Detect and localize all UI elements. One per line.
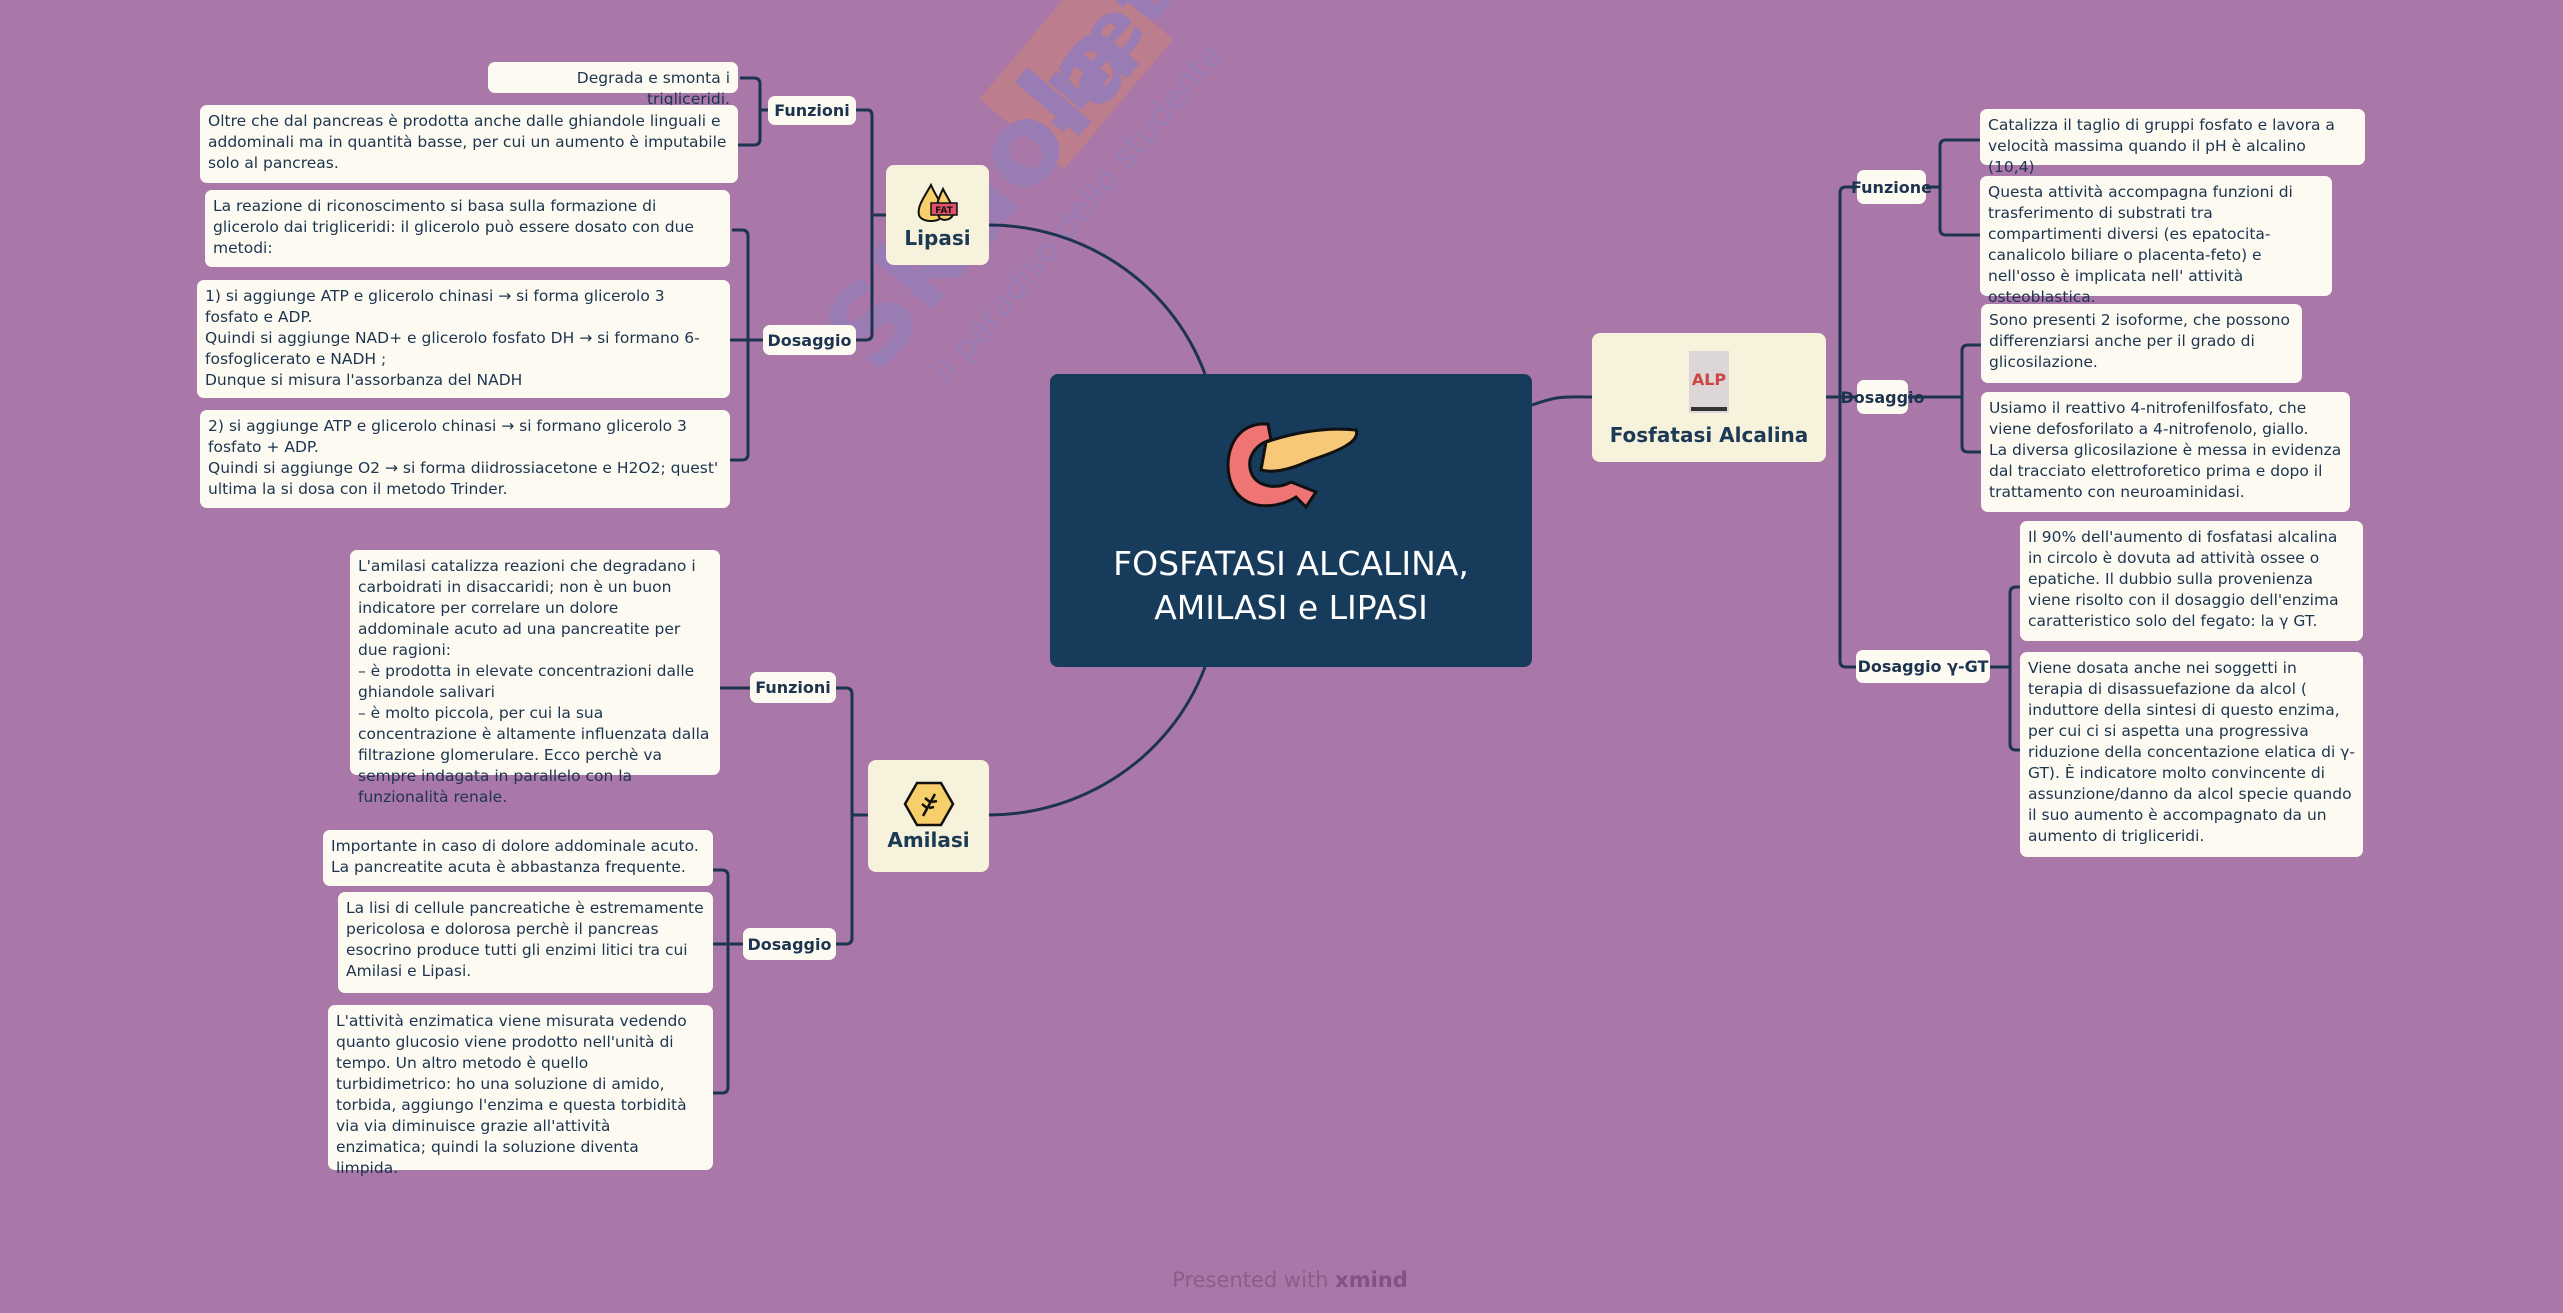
amilasi-dosaggio-item[interactable]: Importante in caso di dolore addominale … <box>323 830 713 886</box>
topic-amilasi-title: Amilasi <box>887 828 970 852</box>
lipasi-dosaggio-item[interactable]: 1) si aggiunge ATP e glicerolo chinasi →… <box>197 280 730 398</box>
amilasi-funzioni-item[interactable]: L'amilasi catalizza reazioni che degrada… <box>350 550 720 806</box>
amilasi-funzioni-label[interactable]: Funzioni <box>750 672 836 703</box>
svg-text:FAT: FAT <box>935 206 953 216</box>
alp-poster-icon: ALP <box>1689 350 1729 413</box>
central-topic[interactable]: FOSFATASI ALCALINA, AMILASI e LIPASI <box>1050 374 1532 667</box>
topic-amilasi[interactable]: Amilasi <box>868 760 989 872</box>
amilasi-dosaggio-label[interactable]: Dosaggio <box>743 928 836 960</box>
fosfatasi-dosaggio-label[interactable]: Dosaggio <box>1841 380 1925 414</box>
fosfatasi-funzione-item[interactable]: Questa attività accompagna funzioni di t… <box>1980 176 2332 306</box>
lipasi-dosaggio-label[interactable]: Dosaggio <box>763 325 856 355</box>
svg-text:ALP: ALP <box>1692 370 1727 389</box>
lipasi-funzioni-item[interactable]: Oltre che dal pancreas è prodotta anche … <box>200 105 738 183</box>
pancreas-icon <box>1226 422 1359 509</box>
connector-center-fosfatasi <box>1531 395 1593 407</box>
connector-center-lipasi <box>988 223 1207 375</box>
topic-lipasi[interactable]: FAT Lipasi <box>886 165 989 265</box>
amilasi-dosaggio-item[interactable]: L'attività enzimatica viene misurata ved… <box>328 1005 713 1177</box>
footer-prefix: Presented with <box>1172 1268 1336 1292</box>
fosfatasi-gt-label[interactable]: Dosaggio γ-GT <box>1856 650 1990 683</box>
connector-lipasi-funzioni <box>738 76 768 147</box>
connector-fosfatasi-trunk <box>1826 185 1857 669</box>
central-title: FOSFATASI ALCALINA, AMILASI e LIPASI <box>1113 543 1469 627</box>
connector-fosfatasi-funzione <box>1926 138 1980 237</box>
lipasi-funzioni-item[interactable]: Degrada e smonta i trigliceridi. <box>488 62 738 108</box>
fat-drops-icon: FAT <box>917 182 958 222</box>
topic-fosfatasi-alcalina[interactable]: ALP Fosfatasi Alcalina <box>1592 333 1826 462</box>
connector-fosfatasi-gt <box>1990 585 2020 752</box>
fosfatasi-funzione-label[interactable]: Funzione <box>1851 170 1932 204</box>
xmind-brand: xmind <box>1335 1268 1408 1292</box>
lipasi-dosaggio-item[interactable]: 2) si aggiunge ATP e glicerolo chinasi →… <box>200 410 730 508</box>
fosfatasi-gt-item[interactable]: Viene dosata anche nei soggetti in terap… <box>2020 652 2363 857</box>
fosfatasi-dosaggio-item[interactable]: Sono presenti 2 isoforme, che possono di… <box>1981 304 2302 383</box>
fosfatasi-funzione-item[interactable]: Catalizza il taglio di gruppi fosfato e … <box>1980 109 2365 176</box>
connector-lipasi-dosaggio <box>730 228 763 462</box>
topic-fosfatasi-title: Fosfatasi Alcalina <box>1609 422 1809 447</box>
wheat-hexagon-icon <box>903 781 954 827</box>
connector-amilasi-dosaggio <box>713 868 743 1095</box>
lipasi-dosaggio-item[interactable]: La reazione di riconoscimento si basa su… <box>205 190 730 267</box>
topic-lipasi-title: Lipasi <box>904 225 971 250</box>
fosfatasi-dosaggio-item[interactable]: Usiamo il reattivo 4-nitrofenilfosfato, … <box>1981 392 2350 512</box>
footer-credit: Presented with xmind <box>1100 1268 1480 1292</box>
lipasi-funzioni-label[interactable]: Funzioni <box>768 96 856 125</box>
fosfatasi-gt-item[interactable]: Il 90% dell'aumento di fosfatasi alcalin… <box>2020 521 2363 641</box>
connector-fosfatasi-dosaggio <box>1908 343 1981 454</box>
amilasi-dosaggio-item[interactable]: La lisi di cellule pancreatiche è estrem… <box>338 892 713 993</box>
connector-lipasi-trunk <box>856 108 886 342</box>
connector-center-amilasi <box>988 666 1207 817</box>
